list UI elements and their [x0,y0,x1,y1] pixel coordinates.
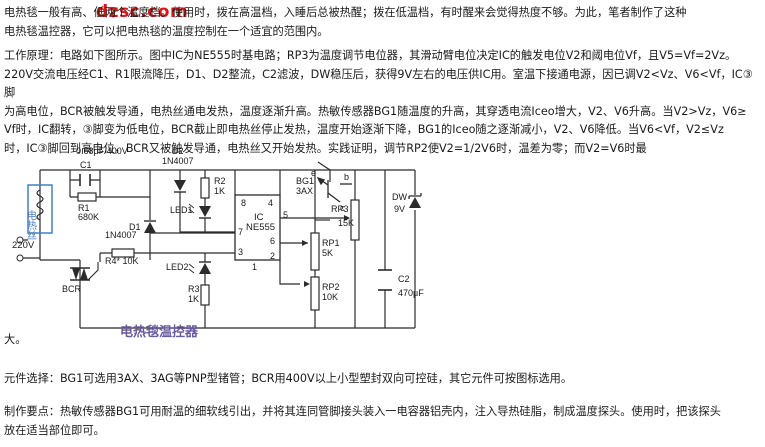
c1-label: C1 [80,160,92,170]
principle-line-5: 时，IC③脚回到高电位，BCR又被触发导通，电热丝又开始发热。实践证明，调节RP… [4,141,647,155]
c2-value-label: 470μF [398,288,424,298]
d1-label: D1 [129,222,141,232]
rp3-label: RP3 [331,204,349,214]
principle-line-4: Vf时，IC翻转，③脚变为低电位，BCR截止即电热丝停止发热，温度开始逐渐下降，… [4,123,724,137]
rp1-label: RP1 [322,238,340,248]
mains-terminal-bottom [16,254,24,262]
ic-pin-1: 1 [252,262,257,272]
led2-label: LED2 [166,262,189,272]
circuit-diagram: 0.68μF/400V C1 R1 680K D1 1N4007 D2 1N40… [12,146,424,339]
component-labels: 0.68μF/400V C1 R1 680K D1 1N4007 D2 1N40… [12,146,424,304]
principle-line-3: 为高电位，BCR被触发导通，电热丝通电发热，温度逐渐升高。热敏传感器BG1随温度… [4,104,747,118]
making-paragraph: 制作要点：热敏传感器BG1可用耐温的细软线引出，并将其连同管脚接头装入一电容器铝… [4,403,762,440]
led1-icon [188,203,211,219]
d2-diode [174,180,186,193]
r4-label: R4* 10K [105,256,139,266]
d1-type-label: 1N4007 [105,230,137,240]
principle-conclusion: 大。 [4,333,27,346]
rp3-value-label: 15K [338,218,354,228]
bcr-triac-icon [70,262,99,281]
bg1-type-label: 3AX [296,186,313,196]
c2-label: C2 [398,274,410,284]
principle-paragraph: 工作原理：电路如下图所示。图中IC为NE555时基电路；RP3为温度调节电位器，… [4,47,762,159]
parts-paragraph: 元件选择：BG1可选用3AX、3AG等PNP型锗管；BCR用400V以上小型塑封… [4,372,573,385]
bg1-transistor-icon [316,176,352,203]
heater-box [27,184,53,234]
ic-pin-4: 4 [268,198,273,208]
ic-ne555-chip [234,194,281,261]
bcr-label: BCR [62,284,82,294]
making-line-2: 放在适当部位即可。 [4,423,105,437]
c1-capacitor [79,174,91,186]
bg1-base-label: b [344,172,349,182]
diagram-caption: 电热毯温控器 [120,324,199,339]
c1-value-label: 0.68μF/400V [76,146,128,156]
ic-pin-5: 5 [283,210,288,220]
led2-icon [188,261,211,274]
rp2-label: RP2 [322,282,340,292]
r4-resistor [111,248,135,258]
dw-label: DW [392,192,407,202]
r2-resistor [200,177,210,199]
dw-value-label: 9V [394,204,405,214]
heater-label: 电热丝 [25,209,37,240]
bg1-label: BG1 [296,176,314,186]
r1-resistor [77,192,97,202]
rp1-potentiometer [310,232,320,271]
dw-zener-icon [408,193,422,208]
r3-resistor [200,284,210,306]
principle-line-2: 220V交流电压经C1、R1限流降压，D1、D2整流，C2滤波，DW稳压后，获得… [4,67,753,100]
rp2-potentiometer [310,276,320,311]
ic-pin-2: 2 [270,251,275,261]
r1-value-label: 680K [78,212,99,222]
ic-pin-7: 7 [238,227,243,237]
intro-line-2: 电热毯温控器，它可以把电热毯的温度控制在一个适宜的范围内。 [4,24,329,38]
ic-type-label: NE555 [246,222,275,233]
rp3-potentiometer [350,199,360,241]
r2-label: R2 [214,176,226,186]
c2-capacitor [378,269,392,291]
rp1-value-label: 5K [322,248,333,258]
intro-line-1: 电热毯一般有高、低两个温度档。使用时，拨在高温档，入睡后总被热醒；拨在低温档，有… [4,6,687,19]
bg1-collector-label: c [340,203,345,213]
led1-label: LED1 [170,205,193,215]
d2-label: D2 [172,146,184,156]
r3-value-label: 1K [188,294,199,304]
r2-value-label: 1K [214,186,225,196]
bg1-emitter-label: e [311,168,316,178]
wires [39,161,416,329]
r1-label: R1 [78,203,90,213]
ic-pin-3: 3 [238,247,243,257]
principle-line-1: 工作原理：电路如下图所示。图中IC为NE555时基电路；RP3为温度调节电位器，… [4,49,737,62]
making-line-1: 制作要点：热敏传感器BG1可用耐温的细软线引出，并将其连同管脚接头装入一电容器铝… [4,405,721,418]
rp2-value-label: 10K [322,292,338,302]
d1-diode [144,220,156,233]
intro-paragraph: 电热毯一般有高、低两个温度档。使用时，拨在高温档，入睡后总被热醒；拨在低温档，有… [4,4,762,41]
ic-pin-6: 6 [270,236,275,246]
heater-coil [36,189,44,221]
r3-label: R3 [188,284,200,294]
watermark: dzsc.com [96,2,189,22]
mains-voltage-label: 220V [12,240,35,251]
ic-pin-8: 8 [241,198,246,208]
ic-label: IC [254,212,264,223]
d2-type-label: 1N4007 [162,156,194,166]
